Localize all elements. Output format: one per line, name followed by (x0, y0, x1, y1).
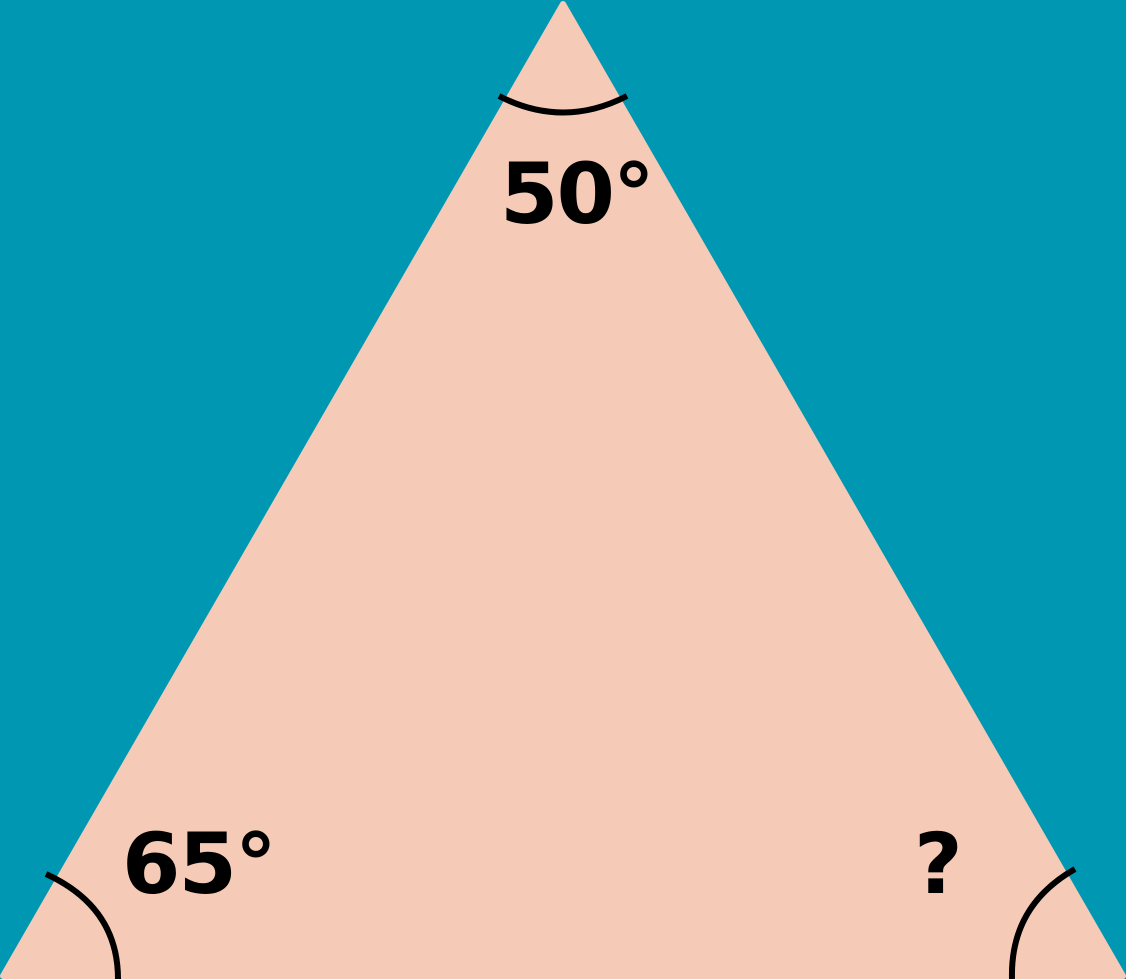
top-angle-arc (497, 93, 629, 116)
bottom-left-angle-label: 65° (122, 815, 277, 913)
top-angle-label: 50° (500, 145, 655, 243)
bottom-right-angle-label: ? (914, 815, 963, 913)
bottom-left-angle-arc (44, 871, 121, 979)
bottom-right-angle-arc (1008, 866, 1077, 979)
